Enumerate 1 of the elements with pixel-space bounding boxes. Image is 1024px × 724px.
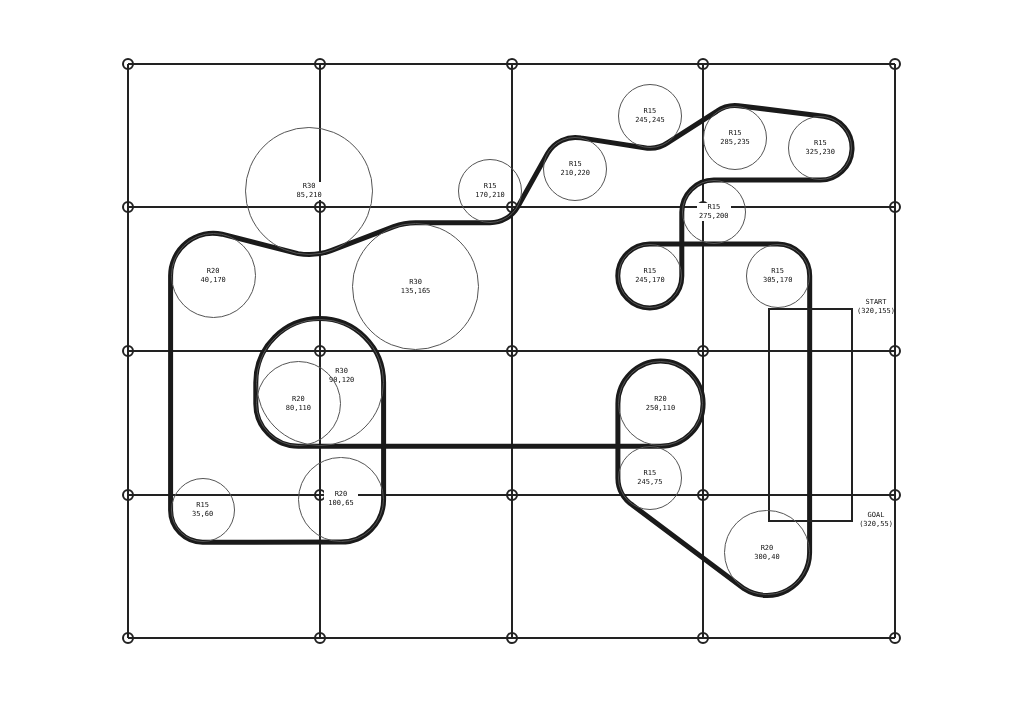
- start-goal-box: [768, 308, 853, 522]
